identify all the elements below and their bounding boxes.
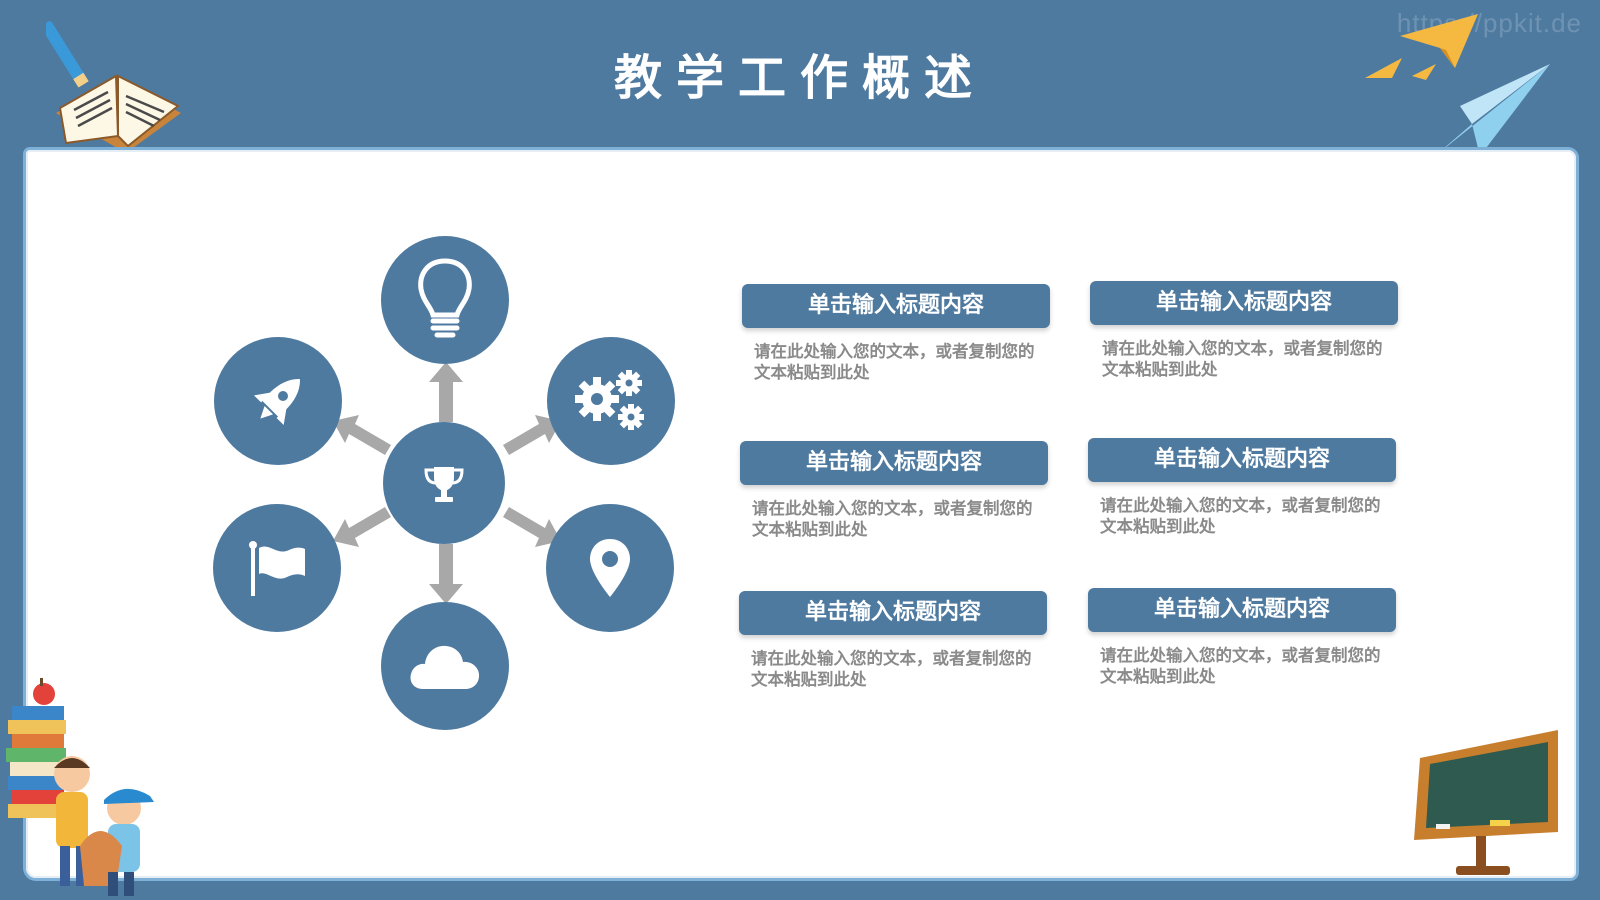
- card-title-button[interactable]: 单击输入标题内容: [742, 284, 1050, 328]
- card-text[interactable]: 请在此处输入您的文本，或者复制您的文本粘贴到此处: [1102, 339, 1383, 379]
- card-title-button[interactable]: 单击输入标题内容: [740, 441, 1048, 485]
- slide-title: 教学工作概述: [613, 50, 986, 106]
- card-text[interactable]: 请在此处输入您的文本，或者复制您的文本粘贴到此处: [754, 342, 1035, 382]
- card-title-button[interactable]: 单击输入标题内容: [1090, 281, 1398, 325]
- card-title-button[interactable]: 单击输入标题内容: [1088, 588, 1396, 632]
- info-card: 单击输入标题内容 请在此处输入您的文本，或者复制您的文本粘贴到此处: [740, 441, 1048, 540]
- hub-node-upper-right: [547, 337, 675, 465]
- hub-node-lower-left: [213, 504, 341, 632]
- arrow-lower-left: [333, 507, 391, 547]
- card-title-button[interactable]: 单击输入标题内容: [1088, 438, 1396, 482]
- card-text[interactable]: 请在此处输入您的文本，或者复制您的文本粘贴到此处: [751, 649, 1032, 689]
- info-card: 单击输入标题内容 请在此处输入您的文本，或者复制您的文本粘贴到此处: [739, 591, 1047, 690]
- lightbulb-icon: [418, 258, 472, 338]
- card-title-button[interactable]: 单击输入标题内容: [739, 591, 1047, 635]
- cloud-icon: [410, 645, 480, 689]
- kids-books-illustration: [6, 678, 154, 896]
- flag-icon: [249, 541, 305, 596]
- hub-node-upper-left: [214, 337, 342, 465]
- arrow-up: [429, 362, 463, 422]
- rocket-icon: [253, 379, 300, 426]
- paper-plane-illustration: [1365, 14, 1550, 156]
- trophy-icon: [424, 467, 464, 502]
- hub-diagram: [205, 230, 695, 750]
- hub-node-top: [381, 236, 509, 364]
- hub-node-bottom: [381, 602, 509, 730]
- hub-node-lower-right: [546, 504, 674, 632]
- info-card: 单击输入标题内容 请在此处输入您的文本，或者复制您的文本粘贴到此处: [1090, 281, 1398, 380]
- info-card: 单击输入标题内容 请在此处输入您的文本，或者复制您的文本粘贴到此处: [742, 284, 1050, 383]
- arrow-upper-right: [503, 415, 561, 455]
- book-pencil-illustration: [46, 21, 181, 153]
- card-text[interactable]: 请在此处输入您的文本，或者复制您的文本粘贴到此处: [1100, 496, 1381, 536]
- arrow-down: [429, 544, 463, 604]
- card-text[interactable]: 请在此处输入您的文本，或者复制您的文本粘贴到此处: [1100, 646, 1381, 686]
- arrow-lower-right: [503, 507, 561, 547]
- hub-node-center: [383, 422, 505, 544]
- location-pin-icon: [590, 539, 630, 597]
- arrow-upper-left: [333, 415, 391, 455]
- card-text[interactable]: 请在此处输入您的文本，或者复制您的文本粘贴到此处: [752, 499, 1033, 539]
- chalkboard-illustration: [1414, 730, 1558, 875]
- info-card: 单击输入标题内容 请在此处输入您的文本，或者复制您的文本粘贴到此处: [1088, 438, 1396, 537]
- info-card: 单击输入标题内容 请在此处输入您的文本，或者复制您的文本粘贴到此处: [1088, 588, 1396, 687]
- gears-icon: [575, 370, 644, 430]
